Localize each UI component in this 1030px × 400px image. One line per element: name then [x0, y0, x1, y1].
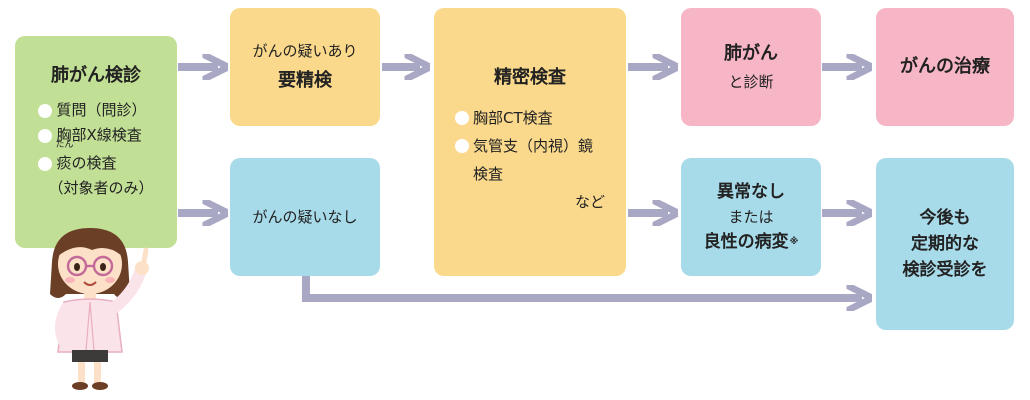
- skirt: [72, 350, 108, 362]
- eye-left: [74, 263, 80, 271]
- no-abnormal-box: 異常なし または 良性の病変※: [681, 158, 821, 276]
- suspected-box: がんの疑いあり 要精検: [230, 8, 380, 126]
- suspected-line2: 要精検: [278, 70, 332, 91]
- suspected-line1: がんの疑いあり: [252, 42, 358, 60]
- no-suspicion-box: がんの疑いなし: [230, 158, 380, 276]
- regular-screening-box: 今後も 定期的な 検診受診を: [876, 158, 1014, 330]
- arrow-no-suspicion-to-regular: [302, 276, 862, 298]
- no-suspicion-label: がんの疑いなし: [252, 208, 358, 226]
- regular-line: 今後も: [919, 208, 971, 228]
- detailed-exam-item-cont: 検査: [473, 165, 504, 183]
- bullet-icon: [38, 156, 53, 171]
- lab-coat: [57, 298, 123, 353]
- hair-bangs: [58, 232, 122, 256]
- no-abnormal-line3-wrap: 良性の病変※: [704, 229, 799, 255]
- diagnosis-line2: と診断: [728, 73, 774, 91]
- detailed-exam-title: 精密検査: [494, 67, 566, 88]
- no-abnormal-line1: 異常なし: [717, 182, 785, 202]
- sputum-note: （対象者のみ）: [48, 179, 154, 197]
- diagnosis-box: 肺がん と診断: [681, 8, 821, 126]
- smile: [83, 281, 97, 286]
- shoe-right: [92, 382, 108, 390]
- screening-item: 質問（問診）: [38, 98, 153, 123]
- screening-item-sputum: たん痰の検査: [38, 140, 153, 176]
- detailed-exam-etc: など: [574, 193, 605, 211]
- eye-right: [100, 263, 106, 271]
- shoe-left: [72, 382, 88, 390]
- detailed-exam-list: 胸部CT検査 気管支（内視）鏡 検査 など: [455, 104, 605, 216]
- bullet-icon: [38, 128, 53, 143]
- sputum-kanji-with-ruby: たん痰: [55, 140, 74, 172]
- screening-item: 胸部X線検査: [38, 123, 153, 148]
- bullet-icon: [455, 139, 469, 153]
- pointing-hand: [135, 261, 149, 275]
- bullet-icon: [38, 103, 53, 118]
- footnote-mark: ※: [789, 237, 799, 247]
- raised-arm: [108, 266, 146, 314]
- doctor-illustration: [50, 228, 149, 390]
- detailed-exam-item: 気管支（内視）鏡: [455, 132, 605, 160]
- detailed-exam-box: 精密検査 胸部CT検査 気管支（内視）鏡 検査 など: [434, 8, 626, 276]
- regular-line: 検診受診を: [902, 260, 988, 280]
- no-abnormal-line3: 良性の病変: [703, 232, 789, 252]
- screening-list: 質問（問診） 胸部X線検査 たん痰の検査 （対象者のみ）: [38, 98, 154, 201]
- bullet-icon: [455, 111, 469, 125]
- treatment-label: がんの治療: [900, 56, 990, 77]
- treatment-box: がんの治療: [876, 8, 1014, 126]
- no-abnormal-line2: または: [728, 208, 774, 226]
- detailed-exam-item: 胸部CT検査: [455, 104, 605, 132]
- diagnosis-line1: 肺がん: [724, 43, 778, 64]
- screening-box: 肺がん検診 質問（問診） 胸部X線検査 たん痰の検査 （対象者のみ）: [15, 36, 177, 248]
- screening-title: 肺がん検診: [51, 65, 141, 86]
- regular-line: 定期的な: [911, 234, 979, 254]
